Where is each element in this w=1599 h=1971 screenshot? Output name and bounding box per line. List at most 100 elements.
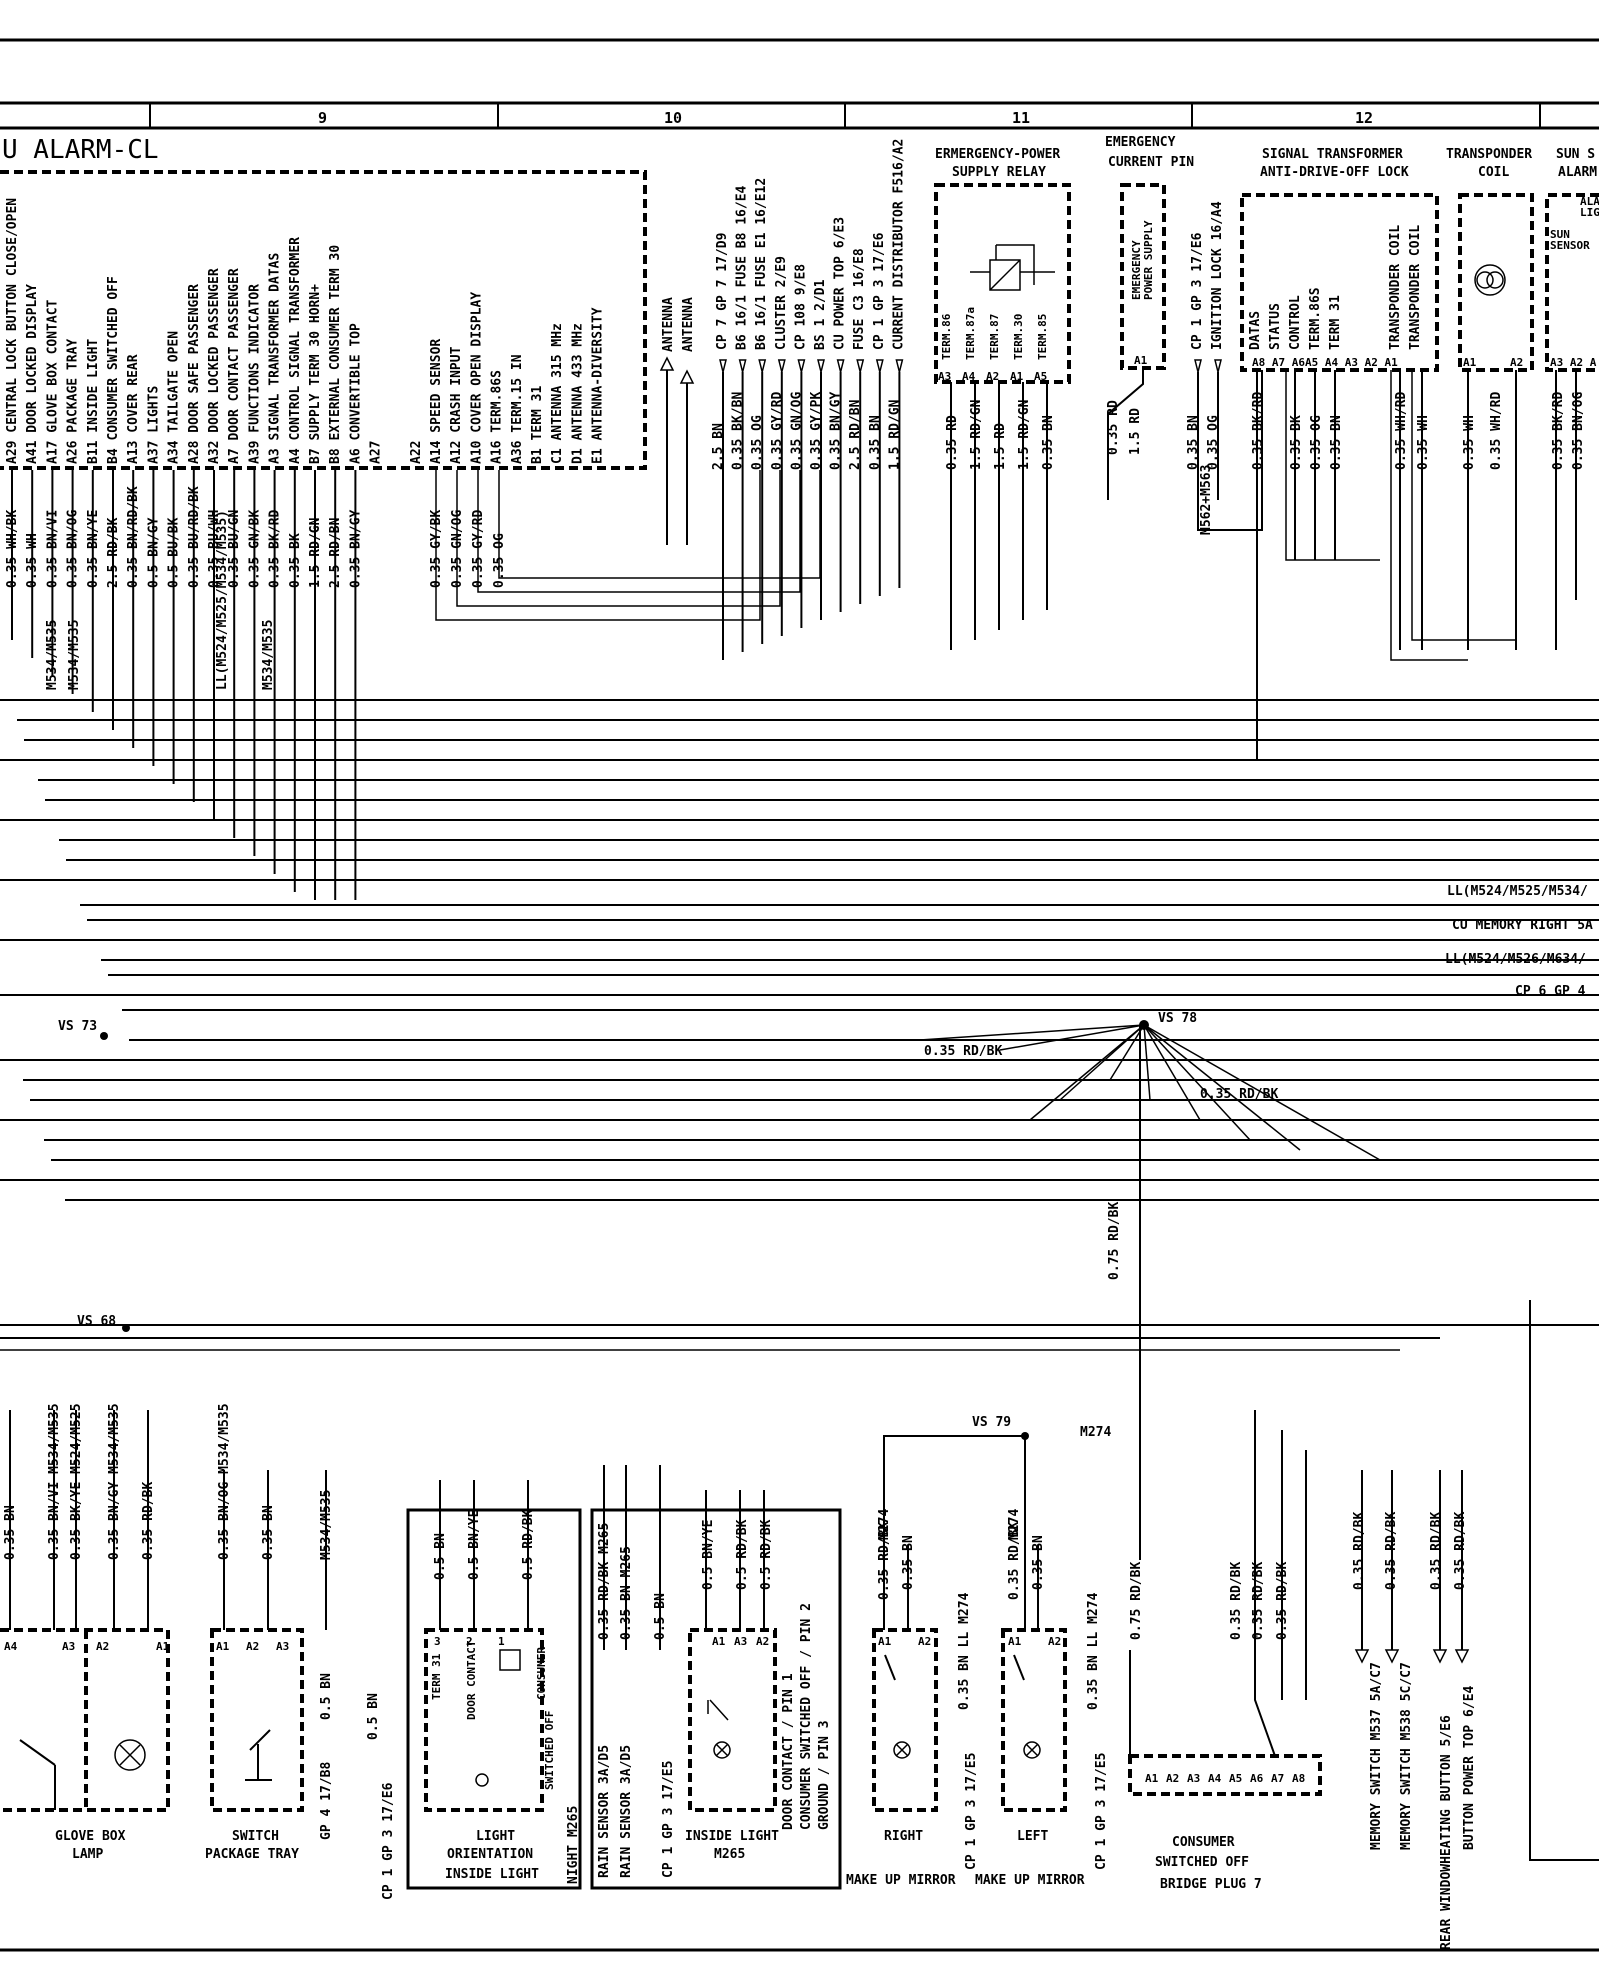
bus-labels: LL(M524/M525/M534/ CU MEMORY RIGHT 5A LL… bbox=[1445, 884, 1593, 999]
connector-pin: A2 bbox=[918, 1635, 931, 1648]
relay-wire-label: 1.5 RD bbox=[993, 423, 1008, 470]
fuse-arrow bbox=[817, 359, 825, 373]
module-pin-label: B7 SUPPLY TERM 30 HORN+ bbox=[308, 284, 323, 464]
connector-pin: A2 bbox=[1166, 1772, 1179, 1785]
transponder-coil: TRANSPONDER COIL A1 A2 0.35 WH 0.35 WH/R… bbox=[1446, 147, 1534, 650]
relay-wire-label: 0.35 RD bbox=[945, 415, 960, 470]
connector-pin: A1 bbox=[1008, 1635, 1022, 1648]
module-pin-label: A10 COVER OPEN DISPLAY bbox=[469, 292, 484, 464]
wire-label: M562+M563 bbox=[1199, 465, 1214, 535]
module-marker: M534/M535 bbox=[67, 620, 82, 690]
fuse-wire-label: 0.35 BN/GY bbox=[829, 392, 844, 470]
inside-note: CONSUMER SWITCHED OFF / PIN 2 bbox=[799, 1603, 814, 1830]
svg-text:LIGHT: LIGHT bbox=[1580, 206, 1599, 219]
module-pin-label: A12 CRASH INPUT bbox=[449, 346, 464, 464]
inside-wire-label: 0.5 RD/BK bbox=[735, 1519, 750, 1590]
module-pin-label: B8 EXTERNAL CONSUMER TERM 30 bbox=[328, 245, 343, 464]
module-pin-label: A6 CONVERTIBLE TOP bbox=[348, 323, 363, 464]
signal-transformer: SIGNAL TRANSFORMER ANTI-DRIVE-OFF LOCK C… bbox=[1186, 147, 1516, 760]
svg-text:MAKE UP MIRROR: MAKE UP MIRROR bbox=[846, 1873, 956, 1888]
module-pin-label: A16 TERM.86S bbox=[490, 370, 505, 464]
arrow bbox=[1214, 359, 1222, 373]
connector-pin: A2 bbox=[756, 1635, 769, 1648]
rear-label: REAR WINDOWHEATING BUTTON 5/E6 bbox=[1439, 1715, 1454, 1950]
mirror-wire bbox=[883, 1435, 1039, 1630]
svg-text:SUN: SUN bbox=[1550, 228, 1570, 241]
svg-text:CU MEMORY RIGHT 5A: CU MEMORY RIGHT 5A bbox=[1452, 918, 1593, 933]
inside-note: DOOR CONTACT / PIN 1 bbox=[781, 1673, 796, 1830]
section-12: 12 bbox=[1355, 109, 1373, 127]
fuse-arrow bbox=[836, 359, 845, 373]
fuse-wire-label: 1.5 RD/GN bbox=[887, 399, 902, 470]
consumer-wire-label: 0.75 RD/BK bbox=[1129, 1562, 1144, 1640]
fuse-arrow bbox=[856, 359, 865, 373]
module-wire bbox=[456, 470, 781, 607]
module-marker: LL(M524/M525/M534/M535) bbox=[215, 510, 230, 690]
module-pin-label: A13 COVER REAR bbox=[126, 354, 141, 464]
module-pin-label: A37 LIGHTS bbox=[146, 386, 161, 464]
fuse-wire-label: 0.35 GN/OG bbox=[789, 392, 804, 470]
fuse-wire-label: 0.35 GY/RD bbox=[770, 392, 785, 470]
relay-term: TERM.87 bbox=[988, 314, 1001, 360]
relay-term: TERM.85 bbox=[1036, 314, 1049, 360]
fuse-arrow bbox=[797, 359, 806, 373]
output-arrow bbox=[1354, 1649, 1370, 1664]
transformer-pin: TRANSPONDER COIL bbox=[1408, 225, 1423, 350]
connector-pin: A3 bbox=[276, 1640, 289, 1653]
svg-text:PACKAGE TRAY: PACKAGE TRAY bbox=[205, 1847, 299, 1862]
svg-text:LIGHT: LIGHT bbox=[476, 1829, 515, 1844]
fuse-wire-label: 0.35 OG bbox=[750, 415, 765, 470]
splice-vs78: VS 78 bbox=[1158, 1011, 1197, 1026]
relay-pin: A5 bbox=[1034, 370, 1047, 383]
svg-text:SWITCHED OFF: SWITCHED OFF bbox=[1155, 1855, 1249, 1870]
svg-text:A8 A7 A6A5 A4 A3 A2 A1: A8 A7 A6A5 A4 A3 A2 A1 bbox=[1252, 356, 1398, 369]
section-10: 10 bbox=[664, 109, 682, 127]
module-pin-label: A36 TERM.15 IN bbox=[510, 354, 525, 464]
module-pin-label: A27 bbox=[369, 441, 384, 464]
svg-text:BRIDGE PLUG 7: BRIDGE PLUG 7 bbox=[1160, 1877, 1262, 1892]
module-pin-label: A39 FUNCTIONS INDICATOR bbox=[247, 284, 262, 464]
connector-pin: A1 bbox=[712, 1635, 726, 1648]
output-arrow bbox=[1432, 1649, 1448, 1664]
module-pin-label: A14 SPEED SENSOR bbox=[429, 339, 444, 464]
svg-text:M265: M265 bbox=[714, 1847, 745, 1862]
connector-pin: A4 bbox=[4, 1640, 18, 1653]
transformer-wire-label: 0.35 BN bbox=[1329, 415, 1344, 470]
transformer-wire-label: 0.35 BK bbox=[1289, 415, 1304, 470]
fuse-arrow bbox=[875, 359, 884, 373]
mirror-l-label: 0.35 RD/BK bbox=[1007, 1522, 1022, 1600]
wire-label: 0.5 BN bbox=[366, 1693, 381, 1740]
mirror-l-label: M274 bbox=[1007, 1509, 1022, 1540]
control-unit-box bbox=[0, 170, 647, 470]
transformer-side-label: IGNITION LOCK 16/A4 bbox=[1210, 201, 1225, 350]
consumer-wire bbox=[1129, 1410, 1307, 1757]
consumer-wire-label: 0.35 RD/BK bbox=[1251, 1562, 1266, 1640]
fuse-wire-label: 0.35 BK/BN bbox=[731, 392, 746, 470]
module-wire bbox=[477, 470, 801, 593]
section-9: 9 bbox=[318, 109, 327, 127]
svg-text:POWER SUPPLY: POWER SUPPLY bbox=[1142, 220, 1155, 300]
fuse-label: FUSE C3 16/E8 bbox=[852, 248, 867, 350]
svg-text:EMERGENCY: EMERGENCY bbox=[1105, 135, 1176, 150]
wire-label: CP 1 GP 3 17/E6 bbox=[381, 1782, 396, 1900]
connector-pin: A8 bbox=[1292, 1772, 1305, 1785]
relay-pin: A3 bbox=[938, 370, 951, 383]
splice-vs73: VS 73 bbox=[58, 1019, 97, 1034]
module-pin-label: B4 CONSUMER SWITCHED OFF bbox=[106, 276, 121, 464]
svg-text:LEFT: LEFT bbox=[1017, 1829, 1048, 1844]
module-wire bbox=[435, 470, 761, 621]
connector-pin: A3 bbox=[62, 1640, 75, 1653]
fuse-label: CP 1 GP 3 17/E6 bbox=[872, 232, 887, 350]
svg-text:TRANSPONDER: TRANSPONDER bbox=[1446, 147, 1532, 162]
fuse-arrow bbox=[758, 359, 767, 373]
svg-text:A1: A1 bbox=[1134, 354, 1148, 367]
relay-wire-label: 1.5 RD/GN bbox=[1017, 399, 1032, 470]
rear-label: 0.35 RD/BK bbox=[1453, 1512, 1468, 1590]
splice-wire bbox=[1143, 1024, 1251, 1141]
output-arrow bbox=[1384, 1649, 1400, 1664]
